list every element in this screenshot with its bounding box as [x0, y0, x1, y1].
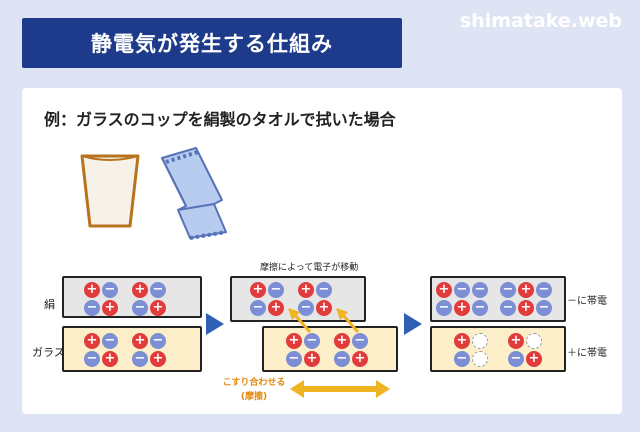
proton: +	[286, 333, 302, 349]
glass-label: ガラス	[32, 346, 65, 359]
proton: +	[150, 300, 166, 316]
proton: +	[268, 300, 284, 316]
silk-towel-icon	[161, 147, 227, 240]
electron: −	[352, 333, 368, 349]
proton: +	[84, 282, 100, 298]
stage3-silk-slab: + − − − + − − + − − + −	[430, 276, 566, 322]
missing-electron	[472, 333, 488, 349]
electron-moving-caption: 摩擦によって電子が移動	[260, 263, 359, 273]
electron: −	[334, 351, 350, 367]
proton: +	[508, 333, 524, 349]
watermark: shimatake.web	[459, 10, 622, 32]
proton: +	[250, 282, 266, 298]
arrow-right-icon	[206, 313, 224, 335]
content-panel: 例：ガラスのコップを絹製のタオルで拭いた場合 絹 ガラス + − + − − +…	[22, 88, 622, 414]
electron-transfer-arrow-icon	[288, 308, 312, 333]
proton: +	[150, 351, 166, 367]
electron-transfer-arrow-icon	[336, 308, 360, 333]
stage3-glass-slab: + + − − +	[430, 326, 566, 372]
proton: +	[84, 333, 100, 349]
proton: +	[298, 282, 314, 298]
proton: +	[304, 351, 320, 367]
stage1-silk-slab: + − + − − + − +	[62, 276, 202, 318]
proton: +	[352, 351, 368, 367]
proton: +	[102, 351, 118, 367]
electron: −	[286, 351, 302, 367]
electron: −	[316, 282, 332, 298]
electron: −	[500, 300, 516, 316]
example-heading: 例：ガラスのコップを絹製のタオルで拭いた場合	[44, 110, 396, 129]
electron: −	[298, 300, 314, 316]
positive-charge-label: ＋に帯電	[567, 348, 607, 359]
proton: +	[316, 300, 332, 316]
rubbing-caption: こすり合わせる (摩擦)	[216, 376, 292, 404]
proton: +	[526, 351, 542, 367]
electron: −	[132, 300, 148, 316]
electron: −	[454, 351, 470, 367]
electron: −	[472, 282, 488, 298]
electron: −	[536, 282, 552, 298]
electron: −	[132, 351, 148, 367]
negative-charge-label: －に帯電	[567, 296, 607, 307]
electron: −	[508, 351, 524, 367]
proton: +	[518, 300, 534, 316]
electron: −	[454, 282, 470, 298]
missing-electron	[526, 333, 542, 349]
page-title: 静電気が発生する仕組み	[22, 18, 402, 68]
proton: +	[132, 282, 148, 298]
proton: +	[102, 300, 118, 316]
arrow-right-icon	[404, 313, 422, 335]
electron: −	[500, 282, 516, 298]
electron: −	[268, 282, 284, 298]
missing-electron	[472, 351, 488, 367]
electron: −	[304, 333, 320, 349]
proton: +	[334, 333, 350, 349]
electron: −	[472, 300, 488, 316]
electron: −	[250, 300, 266, 316]
stage1-glass-slab: + − + − − + − +	[62, 326, 202, 372]
electron: −	[150, 282, 166, 298]
rubbing-label: こすり合わせる	[222, 378, 286, 388]
electron: −	[102, 333, 118, 349]
stage2-glass-slab: + − + − − + − +	[262, 326, 398, 372]
proton: +	[436, 282, 452, 298]
proton: +	[132, 333, 148, 349]
electron: −	[84, 300, 100, 316]
electron: −	[150, 333, 166, 349]
silk-label: 絹	[44, 298, 55, 311]
electron: −	[84, 351, 100, 367]
proton: +	[518, 282, 534, 298]
electron: −	[436, 300, 452, 316]
electron: −	[102, 282, 118, 298]
glass-cup-icon	[80, 154, 140, 228]
double-arrow-icon	[290, 380, 390, 398]
proton: +	[454, 333, 470, 349]
proton: +	[454, 300, 470, 316]
title-text: 静電気が発生する仕組み	[91, 32, 333, 56]
friction-label: (摩擦)	[240, 392, 268, 402]
electron: −	[536, 300, 552, 316]
